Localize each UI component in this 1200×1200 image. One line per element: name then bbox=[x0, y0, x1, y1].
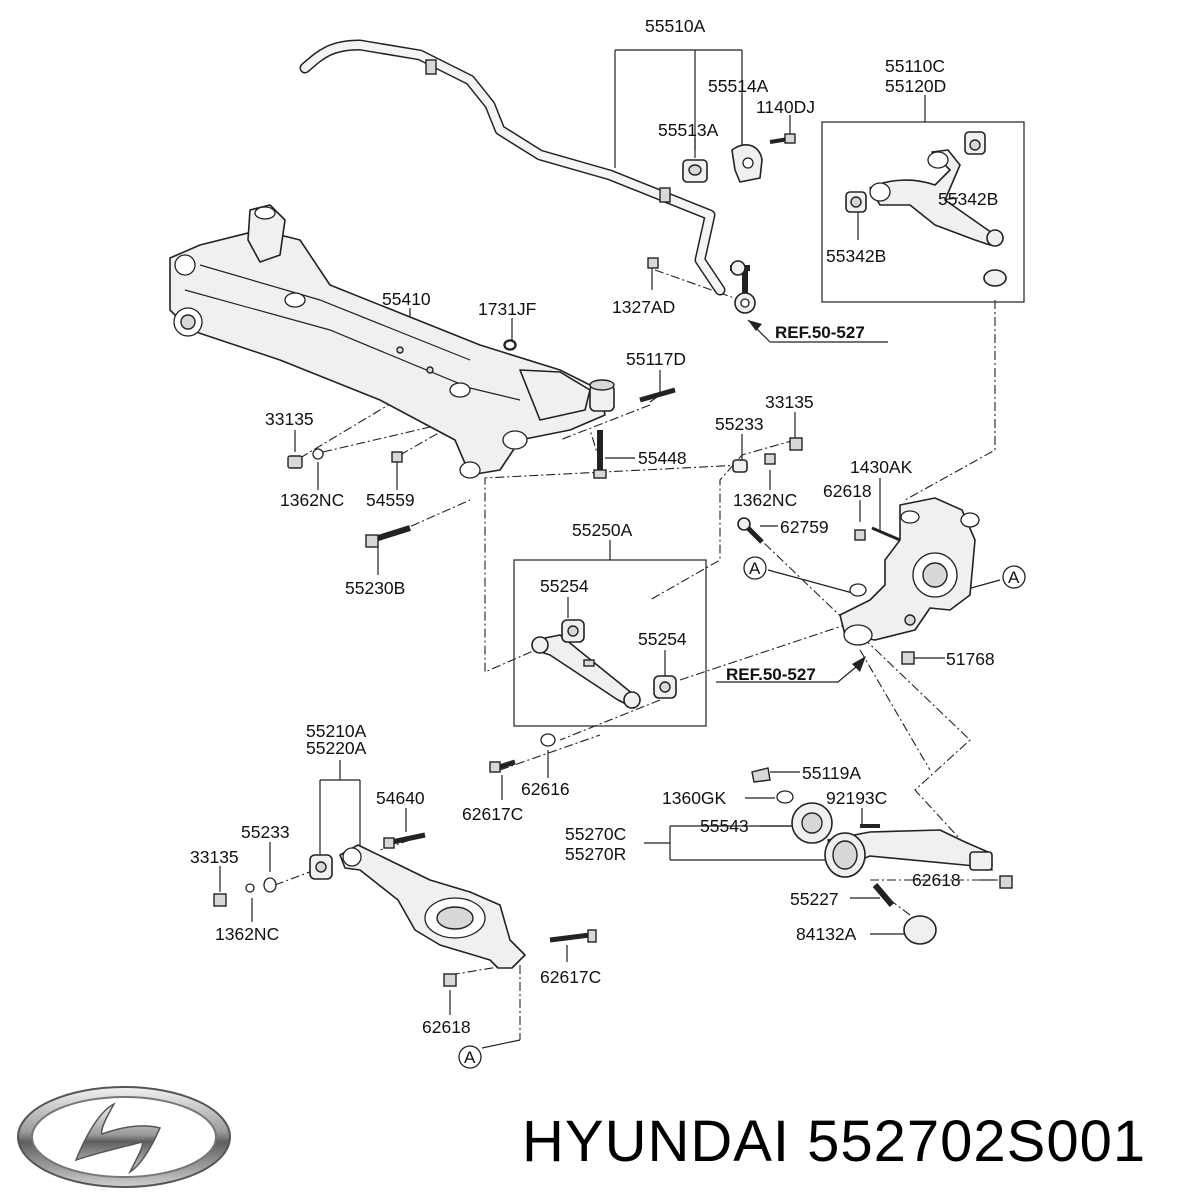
label-62618-lower: 62618 bbox=[422, 1017, 471, 1037]
lower-link-box bbox=[513, 559, 707, 727]
label-55510A: 55510A bbox=[645, 16, 706, 36]
label-55254-top: 55254 bbox=[540, 576, 589, 596]
marker-a-left: A bbox=[743, 556, 767, 580]
crossmember-fasteners bbox=[287, 340, 803, 548]
lower-fasteners bbox=[489, 733, 556, 773]
label-55210A: 55210A bbox=[306, 721, 367, 741]
label-55233-lower: 55233 bbox=[241, 822, 290, 842]
svg-text:A: A bbox=[749, 559, 761, 578]
lateral-link-55250A bbox=[531, 619, 677, 709]
stabilizer-link bbox=[647, 257, 756, 314]
bolt-1140DJ bbox=[769, 133, 796, 144]
label-51768: 51768 bbox=[946, 649, 995, 669]
label-55342B-right: 55342B bbox=[938, 189, 998, 209]
label-55254-bottom: 55254 bbox=[638, 629, 687, 649]
label-55342B-left: 55342B bbox=[826, 246, 886, 266]
label-62618-knuckle: 62618 bbox=[823, 481, 872, 501]
label-54640: 54640 bbox=[376, 788, 425, 808]
upper-arm-55110C bbox=[845, 131, 1007, 287]
label-62759: 62759 bbox=[780, 517, 829, 537]
label-1362NC-lower: 1362NC bbox=[215, 924, 279, 944]
label-54559: 54559 bbox=[366, 490, 415, 510]
label-1140DJ: 1140DJ bbox=[756, 97, 815, 117]
label-55543: 55543 bbox=[700, 816, 749, 836]
label-84132A: 84132A bbox=[796, 924, 857, 944]
clamp-55514A bbox=[731, 144, 763, 183]
label-33135-lower: 33135 bbox=[190, 847, 239, 867]
label-55448: 55448 bbox=[638, 448, 687, 468]
label-55233-upper: 55233 bbox=[715, 414, 764, 434]
knuckle bbox=[737, 497, 980, 665]
label-33135-upper: 33135 bbox=[765, 392, 814, 412]
label-62617C-center: 62617C bbox=[462, 804, 523, 824]
leader-lines bbox=[219, 49, 1001, 1049]
label-55513A: 55513A bbox=[658, 120, 719, 140]
label-55270C: 55270C bbox=[565, 824, 626, 844]
ref-label-lower: REF.50-527 bbox=[726, 665, 816, 684]
label-1327AD: 1327AD bbox=[612, 297, 675, 317]
marker-a-right: A bbox=[1002, 565, 1026, 589]
label-55514A: 55514A bbox=[708, 76, 769, 96]
label-62617C-lower: 62617C bbox=[540, 967, 601, 987]
label-1360GK: 1360GK bbox=[662, 788, 727, 808]
trailing-arm-55270C bbox=[751, 767, 1013, 945]
crossmember-55410 bbox=[169, 204, 615, 479]
label-55230B: 55230B bbox=[345, 578, 405, 598]
label-55270R: 55270R bbox=[565, 844, 626, 864]
label-55410: 55410 bbox=[382, 289, 431, 309]
label-1731JF: 1731JF bbox=[478, 299, 536, 319]
label-55120D: 55120D bbox=[885, 76, 946, 96]
reference-labels: REF.50-527 REF.50-527 bbox=[726, 323, 865, 684]
label-1362NC-right: 1362NC bbox=[733, 490, 797, 510]
label-92193C: 92193C bbox=[826, 788, 887, 808]
label-55250A: 55250A bbox=[572, 520, 633, 540]
label-55220A: 55220A bbox=[306, 738, 367, 758]
label-62618-right: 62618 bbox=[912, 870, 961, 890]
label-62616: 62616 bbox=[521, 779, 570, 799]
brand-part-number: HYUNDAI 552702S001 bbox=[522, 1109, 1147, 1174]
label-55110C: 55110C bbox=[885, 56, 945, 76]
svg-text:A: A bbox=[1008, 568, 1020, 587]
hyundai-logo-icon bbox=[17, 1086, 231, 1188]
label-33135-left: 33135 bbox=[265, 409, 314, 429]
lower-arm-55210A bbox=[213, 832, 597, 987]
bushing-55513A bbox=[682, 159, 708, 183]
stabilizer-bar bbox=[299, 39, 726, 296]
upper-arm-box bbox=[821, 121, 1025, 303]
marker-a-bottom: A bbox=[458, 1045, 482, 1069]
label-1362NC-left: 1362NC bbox=[280, 490, 344, 510]
ref-label-upper: REF.50-527 bbox=[775, 323, 865, 342]
label-55119A: 55119A bbox=[802, 763, 861, 783]
label-55117D: 55117D bbox=[626, 349, 686, 369]
label-55227: 55227 bbox=[790, 889, 839, 909]
svg-text:A: A bbox=[464, 1048, 476, 1067]
label-1430AK: 1430AK bbox=[850, 457, 913, 477]
part-labels: 55510A 55514A 1140DJ 55513A 55110C 55120… bbox=[190, 16, 998, 1037]
